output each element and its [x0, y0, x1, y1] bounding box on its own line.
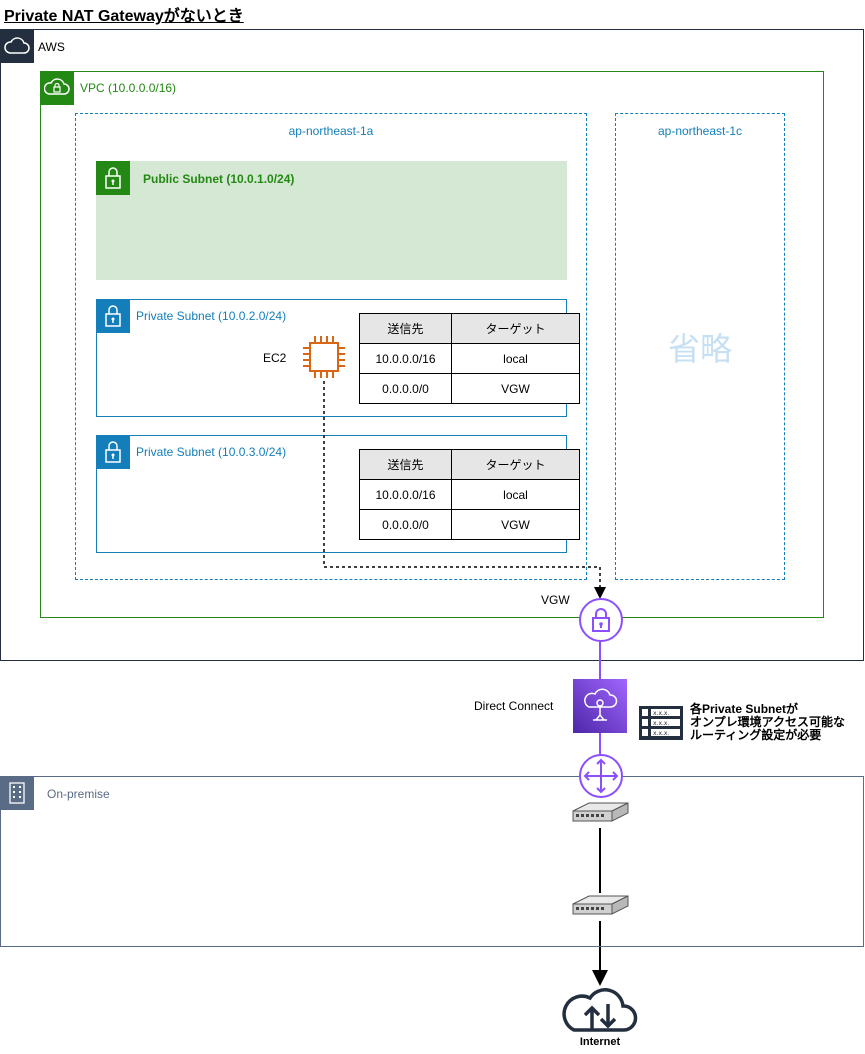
aws-cloud-group [0, 29, 864, 661]
onpremise-label: On-premise [47, 787, 110, 801]
internet-cloud-icon [560, 984, 640, 1036]
vgw-label: VGW [541, 593, 570, 607]
direct-connect-icon [573, 679, 627, 733]
route-target: VGW [451, 509, 580, 540]
note-line-1: 各Private Subnetが [690, 702, 799, 716]
ec2-chip-icon [301, 334, 347, 380]
az-a-label: ap-northeast-1a [288, 124, 374, 138]
onpremise-group [0, 776, 864, 947]
route-destination: 0.0.0.0/0 [359, 509, 452, 540]
note-line-3: ルーティング設定が必要 [690, 728, 822, 742]
route-table-header: ターゲット [451, 313, 580, 344]
cloud-icon [0, 29, 34, 63]
switch-icon [571, 799, 630, 829]
lock-icon [96, 435, 130, 469]
router-icon [578, 753, 624, 799]
route-target: local [451, 479, 580, 510]
internet-label: Internet [579, 1036, 621, 1048]
az-c-label: ap-northeast-1c [657, 124, 743, 138]
ec2-to-vgw-dashed-line [323, 381, 606, 599]
svg-text:x.x.x.: x.x.x. [653, 710, 669, 717]
direct-connect-label: Direct Connect [474, 699, 554, 713]
aws-label: AWS [38, 40, 65, 54]
vgw-lock-icon [578, 597, 624, 643]
building-icon [0, 776, 34, 810]
lock-icon [96, 161, 130, 195]
route-table-header: 送信先 [359, 313, 452, 344]
vpc-group [40, 71, 824, 618]
ec2-label: EC2 [263, 351, 287, 365]
route-table-icon: x.x.x. x.x.x. x.x.x. [638, 705, 684, 741]
az-a-group [75, 113, 587, 580]
az-c-group [615, 113, 785, 580]
public-subnet-label: Public Subnet (10.0.1.0/24) [143, 172, 295, 186]
route-table-header: ターゲット [451, 449, 580, 480]
route-table-1: 送信先 ターゲット 10.0.0.0/16 local 0.0.0.0/0 VG… [359, 313, 580, 404]
svg-text:x.x.x.: x.x.x. [653, 720, 669, 727]
private-subnet-1-label: Private Subnet (10.0.2.0/24) [136, 309, 287, 323]
route-destination: 10.0.0.0/16 [359, 343, 452, 374]
omitted-text: 省略 [667, 330, 732, 368]
private-subnet-2-label: Private Subnet (10.0.3.0/24) [136, 445, 287, 459]
public-subnet-group [96, 161, 567, 280]
vpc-label: VPC (10.0.0.0/16) [80, 81, 177, 95]
svg-text:x.x.x.: x.x.x. [653, 730, 669, 737]
note-line-2: オンプレ環境アクセス可能な [690, 715, 846, 729]
page-title: Private NAT Gatewayがないとき [4, 8, 244, 25]
switch-icon [571, 892, 630, 922]
vpc-icon [40, 71, 74, 105]
route-table-2: 送信先 ターゲット 10.0.0.0/16 local 0.0.0.0/0 VG… [359, 449, 580, 540]
lock-icon [96, 299, 130, 333]
route-target: VGW [451, 373, 580, 404]
